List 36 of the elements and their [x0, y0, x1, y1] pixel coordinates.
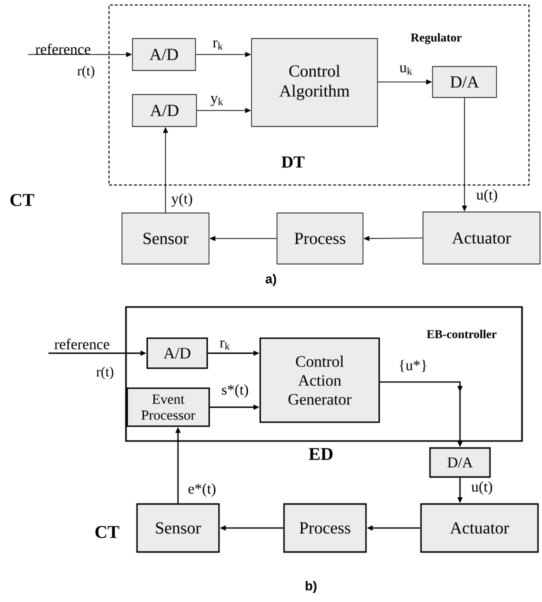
- edge-label: y(t): [171, 193, 192, 207]
- panel-label: a): [266, 274, 276, 286]
- edge-label: e*(t): [188, 483, 216, 497]
- block-box: A/D: [132, 38, 196, 71]
- domain-label: CT: [10, 194, 34, 206]
- signal-label: r(t): [77, 66, 94, 78]
- panel-label: b): [306, 580, 316, 594]
- edge-label: r$_{k}$: [220, 340, 230, 350]
- domain-label: ED: [308, 448, 333, 460]
- block-box: A/D: [132, 94, 197, 127]
- edge-label: s*(t): [222, 384, 248, 398]
- edge-label: reference: [54, 338, 110, 350]
- domain-label: CT: [95, 526, 120, 538]
- edge-label: u$_{k}$: [400, 65, 412, 75]
- block-box: Sensor: [136, 503, 220, 553]
- edge-label: u(t): [476, 189, 498, 203]
- frame-title: DT: [282, 156, 304, 168]
- frame-title: EB-controller: [426, 330, 497, 338]
- frame-title: Regulator: [410, 33, 462, 44]
- edge-label: u(t): [471, 481, 492, 495]
- block-box: A/D: [146, 338, 208, 369]
- edge-label: y$_{k}$: [210, 96, 224, 106]
- block-box: D/A: [429, 447, 491, 478]
- edge-label: reference: [36, 44, 90, 54]
- block-box: Event Processor: [126, 388, 210, 427]
- edge-label: r$_{k}$: [212, 40, 223, 50]
- block-box: Actuator: [420, 503, 539, 553]
- edge-label: {u*}: [400, 360, 426, 372]
- block-box: Control Algorithm: [251, 38, 378, 127]
- block-box: Process: [276, 212, 364, 264]
- block-box: D/A: [432, 66, 497, 98]
- block-box: Actuator: [422, 212, 540, 264]
- block-box: Sensor: [122, 212, 210, 264]
- block-box: Control Action Generator: [260, 338, 380, 423]
- signal-label: r(t): [96, 366, 114, 380]
- block-box: Process: [283, 503, 367, 553]
